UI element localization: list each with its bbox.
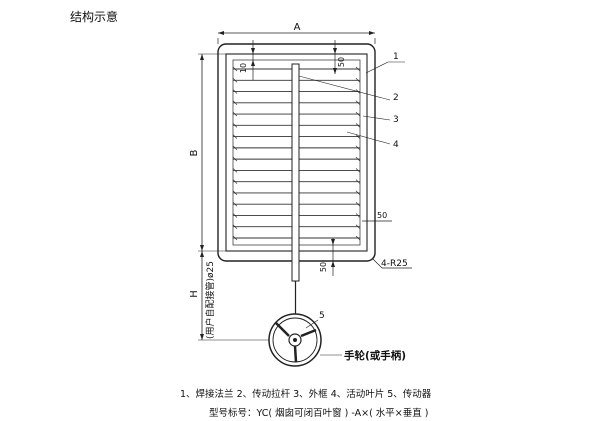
callout-5: 5 xyxy=(319,311,325,321)
parts-legend: 1、焊接法兰 2、传动拉杆 3、外框 4、活动叶片 5、传动器 xyxy=(180,389,432,400)
drive-rod xyxy=(291,63,300,282)
dimension-top-margin: 50 xyxy=(337,57,346,67)
handwheel-label: 手轮(或手柄) xyxy=(344,349,406,362)
blade-pivot-right xyxy=(355,224,361,229)
blade-pivot-right xyxy=(355,201,361,207)
blade-pivot-right xyxy=(355,145,361,151)
blade-pivot-right xyxy=(355,123,361,128)
blade-pivot-left xyxy=(232,213,238,218)
blade-pivot-right xyxy=(355,190,361,196)
pipe-note: (用户自配接管)ø25 xyxy=(204,261,216,339)
blade-pivot-left xyxy=(232,111,238,117)
blade-pivot-left xyxy=(232,123,238,128)
callout-2: 2 xyxy=(393,93,399,103)
blade-pivot-left xyxy=(232,179,238,184)
blade-pivot-right xyxy=(355,168,361,173)
blade-pivot-right xyxy=(355,134,361,139)
blade-pivot-right xyxy=(355,213,361,218)
callout-1: 1 xyxy=(393,52,399,62)
dimension-h-label: H xyxy=(189,290,200,298)
dimension-blade-pitch: 50 xyxy=(377,211,387,220)
blade-pivot-left xyxy=(232,78,238,83)
dimension-top-offset: 10 xyxy=(239,63,248,73)
callout-4: 4 xyxy=(393,140,399,150)
blade-pivot-left xyxy=(232,66,238,72)
blade-pivot-left xyxy=(232,145,238,151)
blade-pivot-left xyxy=(232,100,238,106)
handwheel-spokes xyxy=(275,322,317,363)
blade-pivot-right xyxy=(355,179,361,184)
blade-pivot-left xyxy=(232,201,238,207)
dimension-b-label: B xyxy=(189,149,200,156)
blade-pivot-right xyxy=(355,66,361,72)
blade-pivot-right xyxy=(355,235,361,241)
blade-pivot-right xyxy=(355,100,361,106)
dimension-a-label: A xyxy=(294,22,301,33)
dimension-bottom-margin: 50 xyxy=(319,262,328,272)
diagram-title: 结构示意 xyxy=(70,10,119,24)
blade-pivot-right xyxy=(355,78,361,83)
blade-pivot-right xyxy=(355,111,361,117)
blade-pivot-left xyxy=(232,134,238,139)
blade-pivot-left xyxy=(232,235,238,241)
blade-pivot-left xyxy=(232,224,238,229)
blade-pivot-right xyxy=(355,156,361,162)
blade-pivot-left xyxy=(232,168,238,173)
blade-pivot-left xyxy=(232,89,238,94)
callout-3: 3 xyxy=(393,115,399,125)
model-code: 型号标号：YC( 烟囱可闭百叶窗 ) -A×( 水平×垂直 ) xyxy=(209,408,429,419)
corner-radius-label: 4-R25 xyxy=(381,259,408,269)
blade-pivot-left xyxy=(232,156,238,162)
blade-pivot-left xyxy=(232,190,238,196)
